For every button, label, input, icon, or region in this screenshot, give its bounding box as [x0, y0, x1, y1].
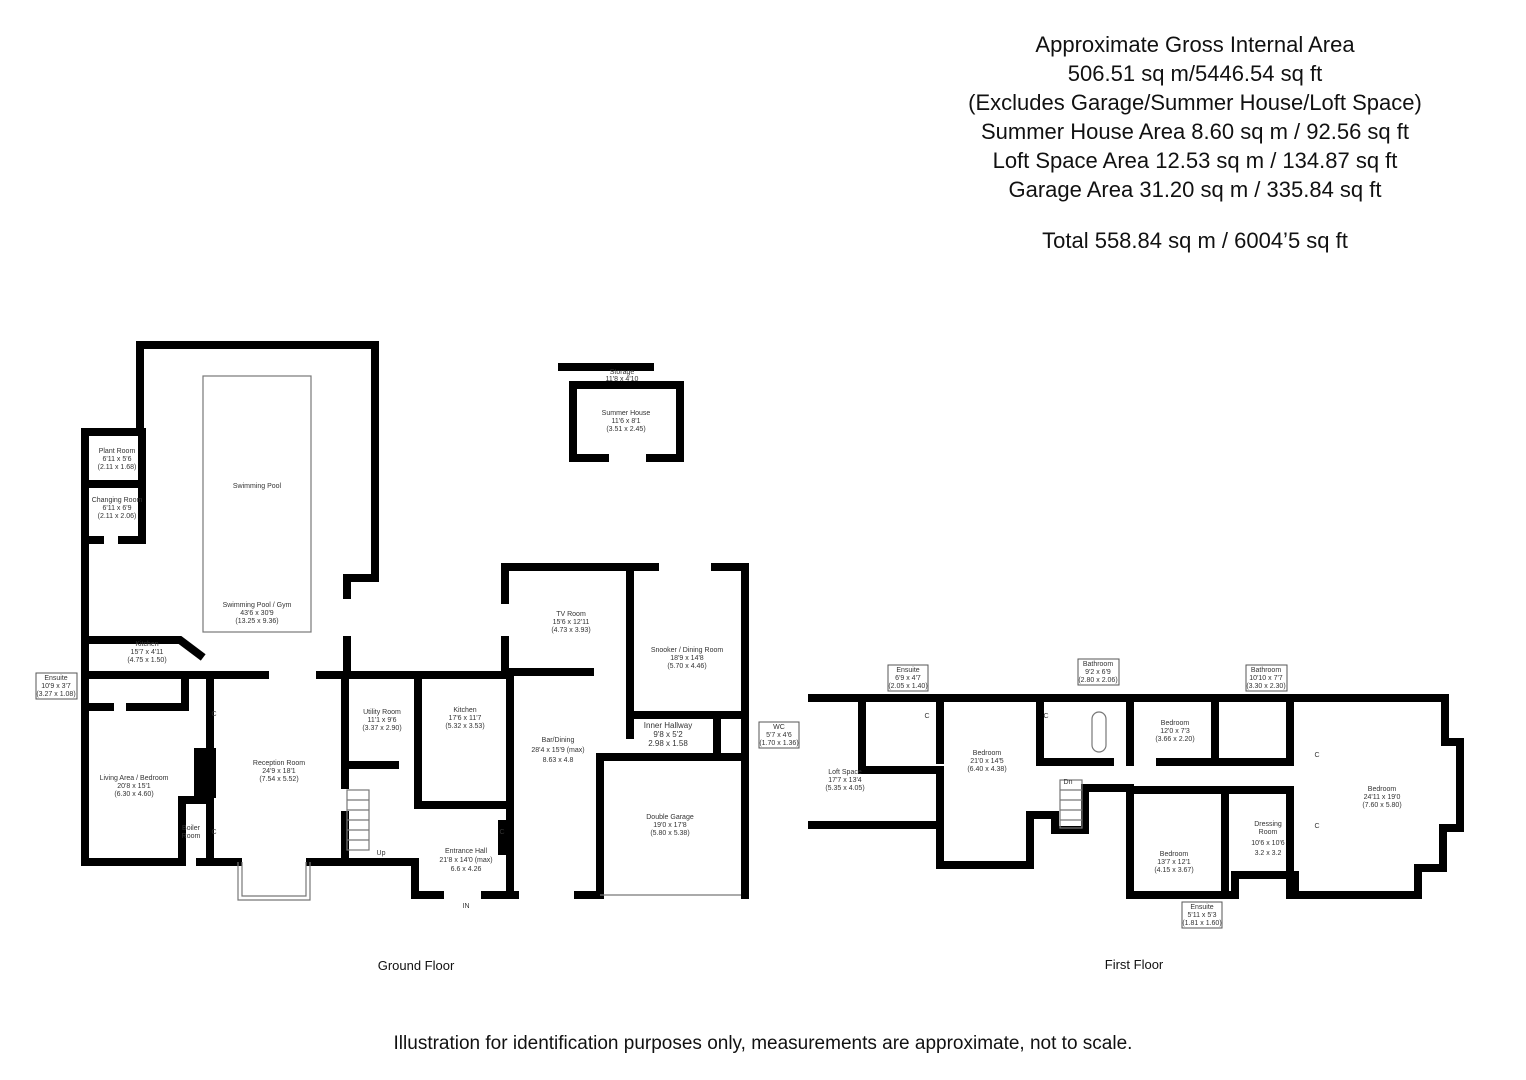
cupboard-label: C: [924, 713, 929, 720]
room-swimming-pool: Swimming Pool: [233, 483, 282, 490]
ground-floor-walls: [81, 341, 749, 901]
area-title: Approximate Gross Internal Area: [1035, 32, 1355, 57]
cupboard-label: C: [499, 829, 504, 836]
area-excludes: (Excludes Garage/Summer House/Loft Space…: [968, 90, 1422, 115]
disclaimer: Illustration for identification purposes…: [393, 1033, 1133, 1054]
area-garage: Garage Area 31.20 sq m / 335.84 sq ft: [1008, 177, 1382, 202]
stairs-down-label: Dn: [1064, 779, 1073, 786]
ground-floor-title: Ground Floor: [378, 958, 455, 973]
area-gross: 506.51 sq m/5446.54 sq ft: [1067, 61, 1323, 86]
area-total: Total 558.84 sq m / 6004’5 sq ft: [1042, 228, 1348, 253]
cupboard-label: C: [1314, 752, 1319, 759]
cupboard-label: C: [211, 711, 216, 718]
area-loft: Loft Space Area 12.53 sq m / 134.87 sq f…: [992, 148, 1398, 173]
cupboard-label: C: [211, 829, 216, 836]
stairs-up-label: Up: [377, 850, 386, 857]
entrance-in-label: IN: [463, 903, 470, 910]
area-summary: Approximate Gross Internal Area 506.51 s…: [930, 30, 1460, 255]
cupboard-label: C: [1314, 823, 1319, 830]
cupboard-label: C: [1043, 713, 1048, 720]
first-floor-walls: [808, 694, 1464, 899]
area-summer-house: Summer House Area 8.60 sq m / 92.56 sq f…: [981, 119, 1409, 144]
first-floor-title: First Floor: [1105, 957, 1164, 972]
